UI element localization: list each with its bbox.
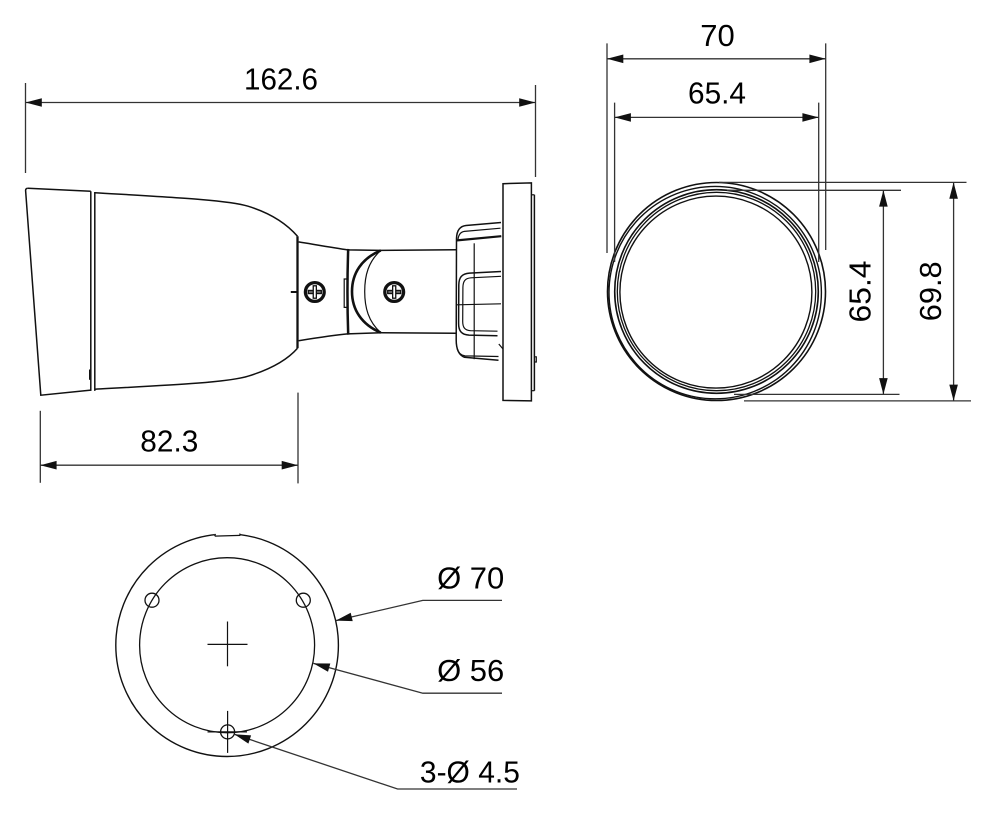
svg-text:65.4: 65.4 [842,261,877,323]
svg-text:Ø 70: Ø 70 [437,560,504,595]
svg-text:Ø 56: Ø 56 [437,653,504,688]
svg-text:69.8: 69.8 [913,261,948,321]
svg-text:3-Ø 4.5: 3-Ø 4.5 [420,755,520,790]
svg-text:82.3: 82.3 [140,424,198,459]
svg-text:162.6: 162.6 [244,62,318,97]
svg-text:70: 70 [700,18,734,53]
svg-text:65.4: 65.4 [688,75,746,110]
